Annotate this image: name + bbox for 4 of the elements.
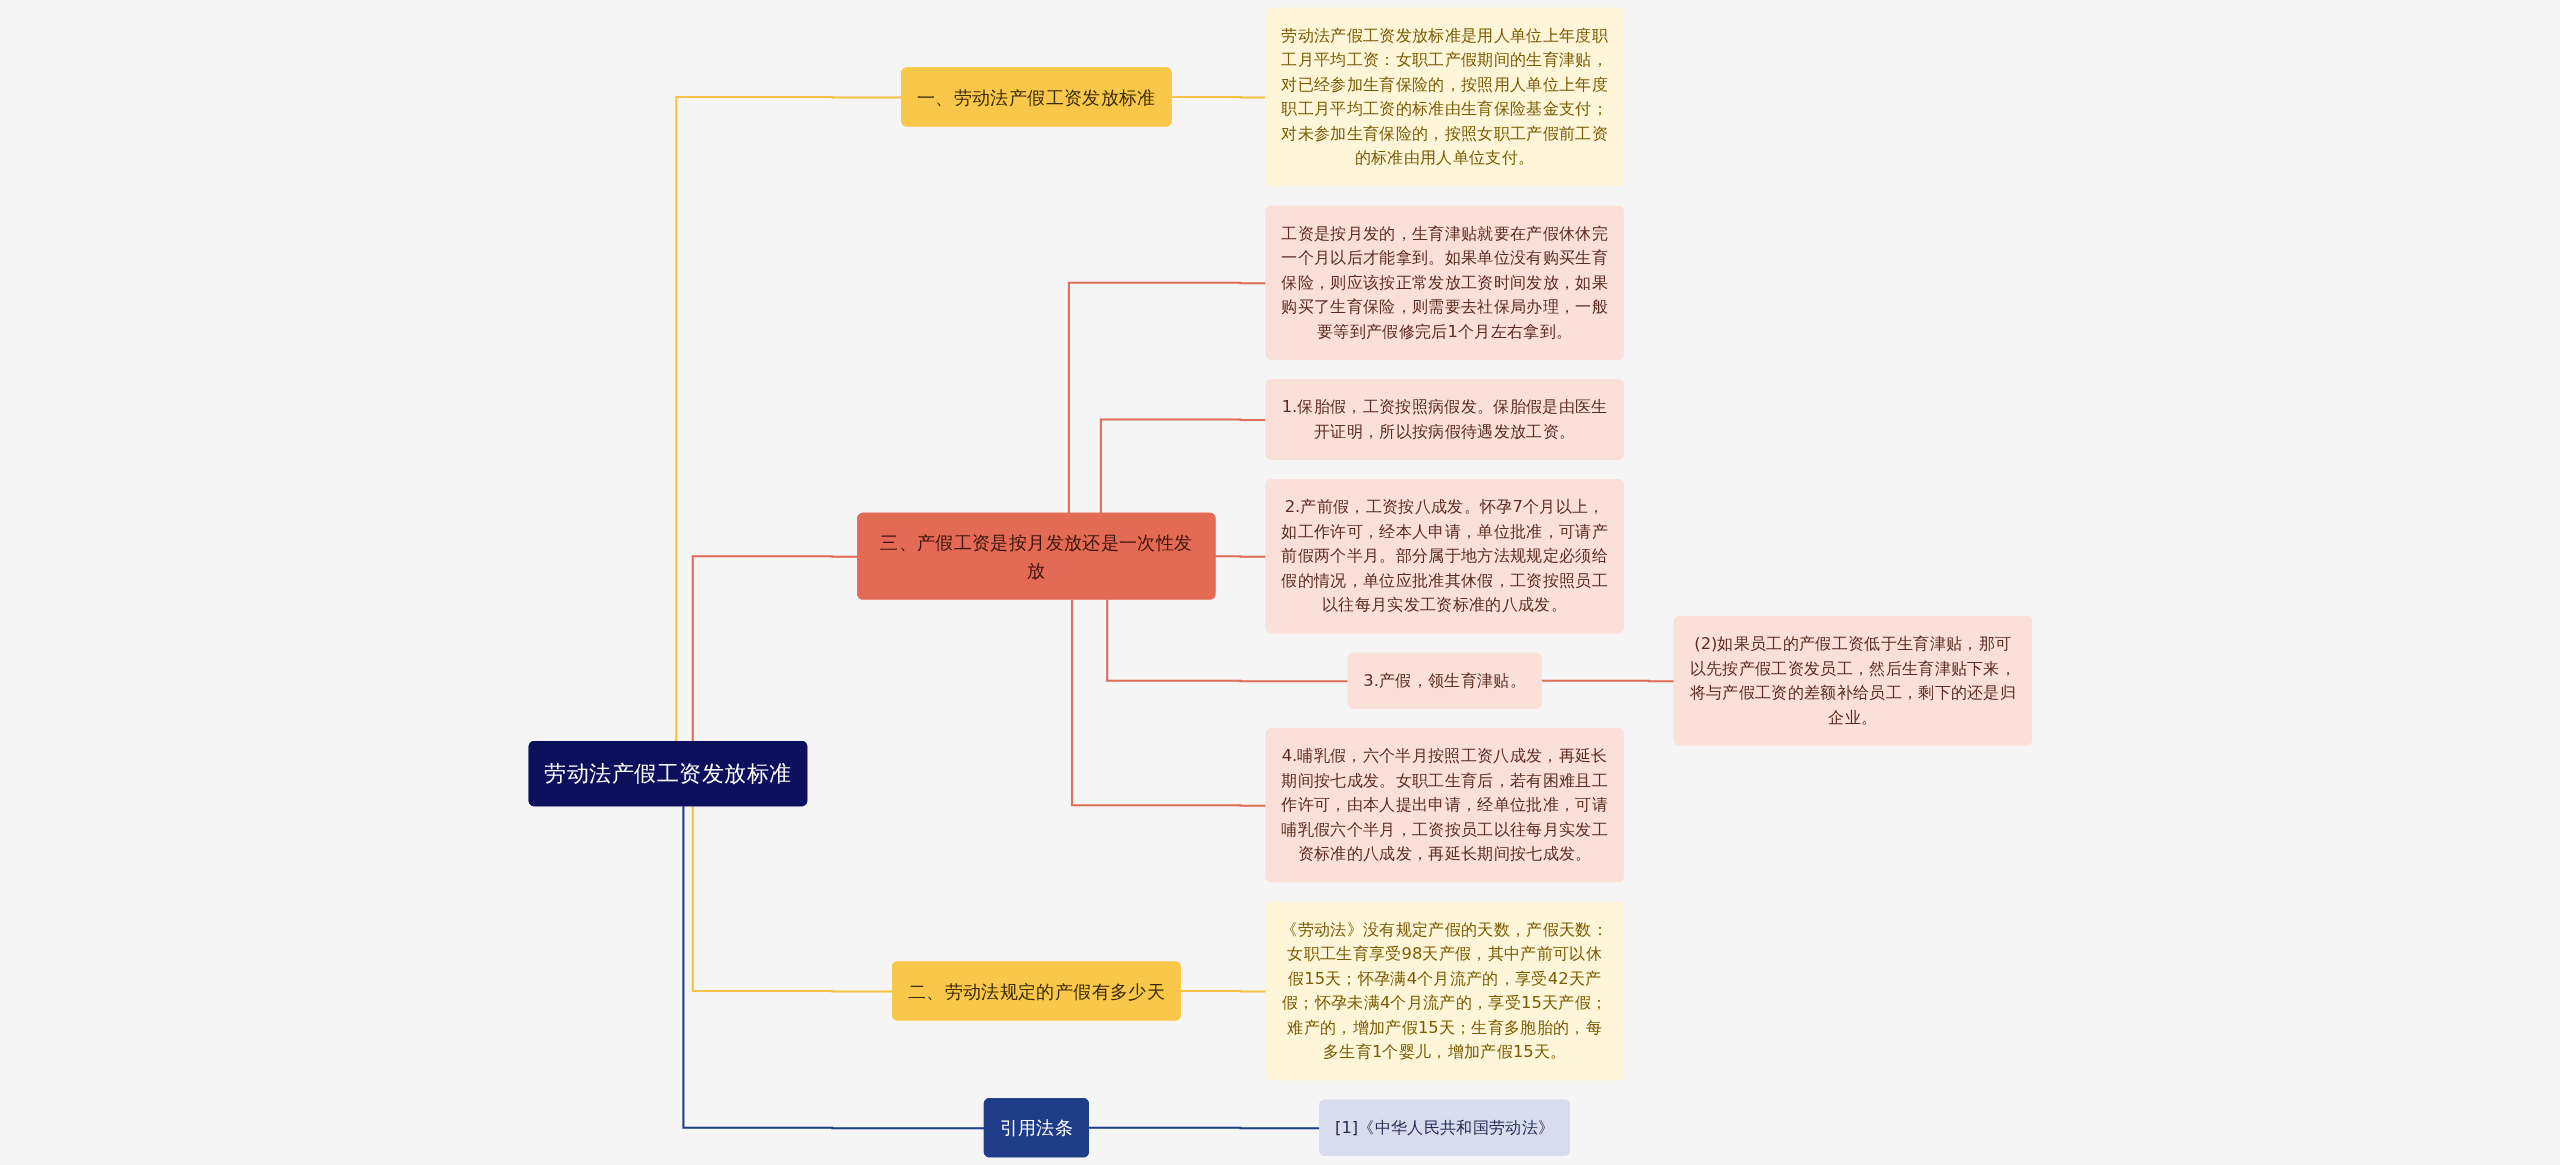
connector [674, 95, 902, 742]
connector [682, 806, 985, 1130]
connector [691, 555, 858, 742]
connector [691, 806, 893, 993]
